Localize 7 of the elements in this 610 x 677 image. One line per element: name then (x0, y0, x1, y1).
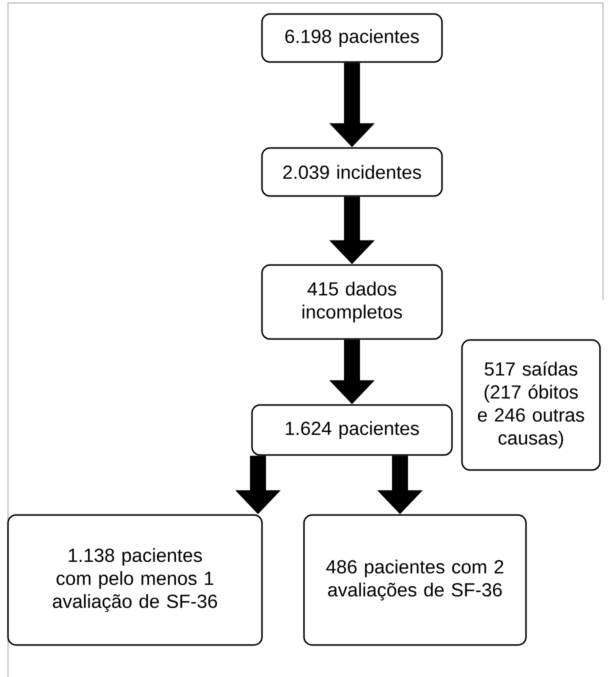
process-box: 1.138 pacientes com pelo menos 1 avaliação de SF-36 (7, 514, 263, 646)
process-box: 486 pacientes com 2 avaliações de SF-36 (303, 514, 527, 646)
process-box: 1.624 pacientes (251, 404, 453, 456)
process-box: 415 dados incompletos (261, 264, 443, 340)
process-box: 517 saídas (217 óbitos e 246 outras causas) (461, 339, 601, 471)
process-box: 6.198 pacientes (261, 13, 443, 63)
process-box: 2.039 incidentes (261, 147, 443, 197)
